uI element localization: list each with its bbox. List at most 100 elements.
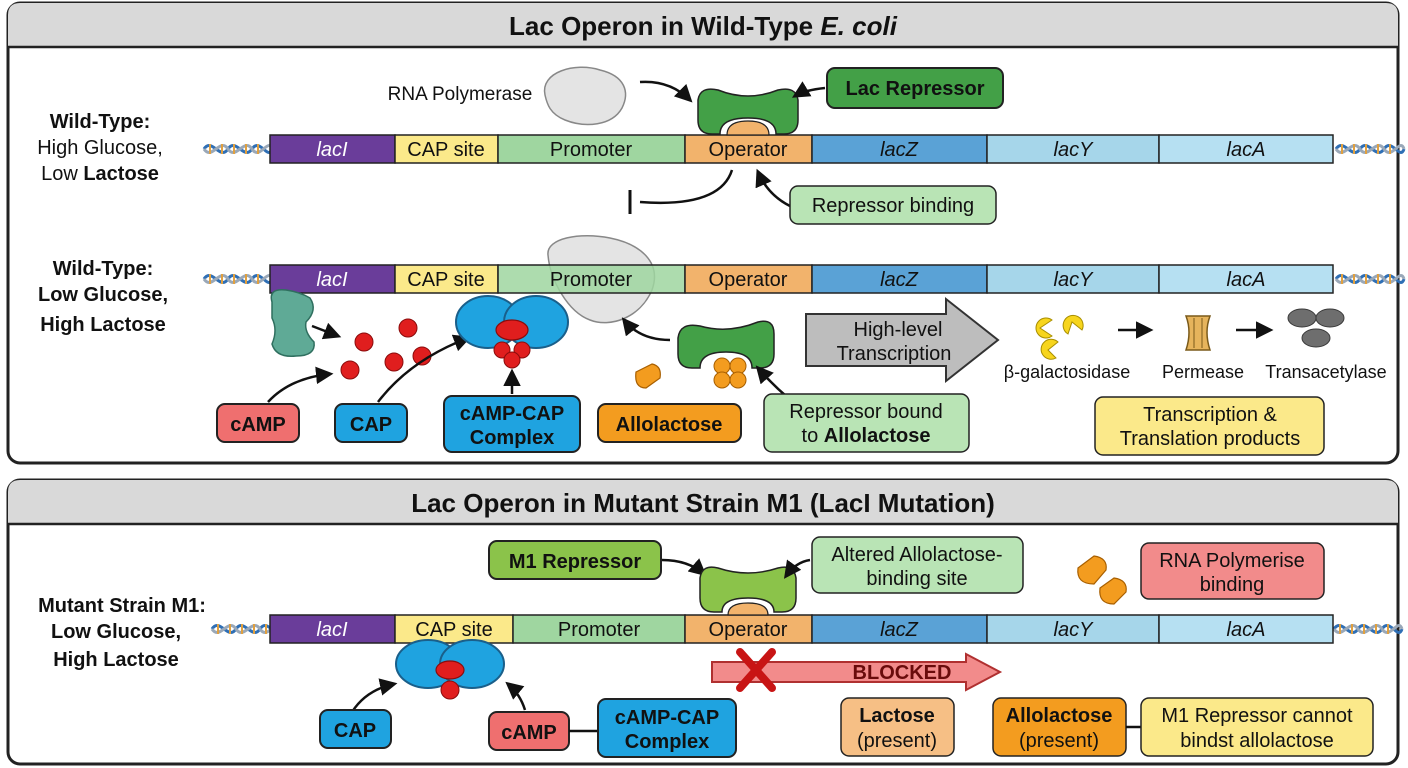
beta-galactosidase-label: β-galactosidase: [1004, 362, 1130, 382]
mutant-complex-box: [597, 698, 737, 758]
lac-repressor-icon: [697, 88, 799, 135]
rna-polymerase-label: RNA Polymerase: [388, 84, 533, 105]
operator-label: Operator: [709, 619, 788, 641]
blocked-x-icon: [736, 648, 776, 692]
mutant-cap-box: [319, 709, 392, 749]
panel-wild-type: Lac Operon in Wild-Type E. coli: [6, 1, 1400, 465]
repressor-bound-box: [763, 393, 970, 453]
operon-strip-mutant: lacI CAP site Promoter Operator lacZ lac…: [269, 614, 1334, 644]
repressor-binding-box: [789, 185, 997, 225]
operator-label: Operator: [709, 269, 788, 291]
promoter: [497, 264, 686, 294]
rna-pol-binding-line2: binding: [1200, 574, 1265, 596]
row-b-label-line3: High Lactose: [40, 314, 166, 336]
gene-laca: [1158, 134, 1334, 164]
altered-site-box: [811, 536, 1024, 594]
complex-box-line1: cAMP-CAP: [460, 403, 564, 425]
arrow-mutant-camp: [505, 681, 527, 711]
arrow-label-line1: High-level: [854, 319, 943, 341]
lactose-sub: (present): [857, 730, 937, 752]
rna-polymerase-binding-box: [1140, 542, 1325, 600]
cannot-bind-line2: bindst allolactose: [1180, 730, 1333, 752]
lac-repressor-text: Lac Repressor: [846, 78, 985, 100]
altered-site-line2: binding site: [866, 568, 967, 590]
arrow-repressor-leaves: [621, 317, 671, 342]
gene-laci-label: lacI: [316, 269, 348, 291]
arrow-altered-site: [783, 558, 811, 579]
operon-strip-row-b: lacI CAP site Promoter Operator lacZ lac…: [269, 264, 1334, 294]
repressor-binding-text: Repressor binding: [812, 195, 974, 217]
products-box: [1094, 396, 1325, 456]
permease-icon: [1184, 315, 1212, 351]
gene-lacy-label: lacY: [1054, 269, 1095, 291]
operon-strip-row-a: lacI CAP site Promoter Operator lacZ lac…: [269, 134, 1334, 164]
inhibition-line: [639, 169, 734, 204]
arrow-label-line2: Transcription: [837, 343, 952, 365]
cap-site: [394, 134, 499, 164]
arrow-polymerase-to-operator: [639, 80, 693, 103]
bound-allolactose-icon: [713, 357, 747, 389]
operator-bump-icon: [726, 120, 770, 136]
products-box-line2: Translation products: [1120, 428, 1300, 450]
gene-laci-label: lacI: [316, 619, 348, 641]
mutant-complex-line2: Complex: [625, 731, 709, 753]
operator-label: Operator: [709, 139, 788, 161]
gene-lacz-label: lacZ: [880, 619, 919, 641]
mutant-camp-cap-complex-icon: [395, 639, 505, 700]
arrow-to-camp: [311, 322, 342, 340]
promoter-label: Promoter: [550, 139, 633, 161]
mutant-label-line1: Mutant Strain M1:: [38, 595, 206, 617]
gene-lacy: [986, 264, 1160, 294]
repressor-bound-line2: to Allolactose: [802, 425, 931, 447]
arrow-camp-source: [267, 366, 334, 403]
camp-box: [216, 403, 300, 443]
beta-galactosidase-icon: [1035, 314, 1084, 360]
transacetylase-icon: [1287, 308, 1345, 348]
gene-laci: [269, 264, 396, 294]
cap-box: [334, 403, 408, 443]
arrow-mutant-cap: [350, 678, 398, 713]
gene-laci: [269, 614, 396, 644]
gene-laca: [1158, 614, 1334, 644]
panel-wild-type-title: Lac Operon in Wild-Type E. coli: [509, 11, 898, 41]
row-b-label-line1: Wild-Type:: [53, 258, 154, 280]
cannot-bind-line1: M1 Repressor cannot: [1161, 705, 1353, 727]
mutant-complex-line1: cAMP-CAP: [615, 707, 719, 729]
gene-laca: [1158, 264, 1334, 294]
row-a-label: Wild-Type: High Glucose, Low Lactose: [37, 111, 163, 185]
promoter-label: Promoter: [550, 269, 633, 291]
gene-laca-label: lacA: [1227, 139, 1266, 161]
row-b-label: Wild-Type: Low Glucose, High Lactose: [38, 258, 168, 336]
cap-site-label: CAP site: [407, 269, 484, 291]
gene-laca-label: lacA: [1227, 269, 1266, 291]
m1-repressor-box: [488, 540, 662, 580]
cap-site-label: CAP site: [415, 619, 492, 641]
lac-repressor-box: [826, 67, 1004, 109]
panel-mutant-title: Lac Operon in Mutant Strain M1 (LacI Mut…: [411, 488, 995, 518]
complex-box-line2: Complex: [470, 427, 554, 449]
rna-polymerase-icon: [543, 66, 627, 126]
camp-molecules-icon: [340, 318, 432, 380]
lactose-box: [840, 697, 955, 757]
rna-polymerase-fragment-icon: [1077, 555, 1127, 605]
allolactose-box: [597, 403, 742, 443]
mutant-allolactose-text: Allolactose: [1006, 705, 1113, 727]
mutant-label-line2: Low Glucose,: [51, 621, 181, 643]
row-a-label-line2: High Glucose,: [37, 137, 163, 159]
gene-laci-label: lacI: [316, 139, 348, 161]
camp-cap-complex-box: [443, 395, 581, 453]
gene-lacy-label: lacY: [1054, 139, 1095, 161]
cap-box-text: CAP: [350, 414, 392, 436]
mutant-label: Mutant Strain M1: Low Glucose, High Lact…: [38, 595, 206, 671]
altered-site-line1: Altered Allolactose-: [831, 544, 1002, 566]
m1-repressor-icon: [699, 566, 797, 613]
rna-pol-binding-line1: RNA Polymerise: [1159, 550, 1305, 572]
operator: [684, 614, 813, 644]
arrow-cap-to-complex: [377, 334, 472, 403]
mutant-cap-text: CAP: [334, 720, 376, 742]
arrow-lac-repressor: [791, 81, 826, 98]
permease-label: Permease: [1162, 362, 1244, 382]
row-a-label-line1: Wild-Type:: [50, 111, 151, 133]
gene-lacy-label: lacY: [1054, 619, 1095, 641]
